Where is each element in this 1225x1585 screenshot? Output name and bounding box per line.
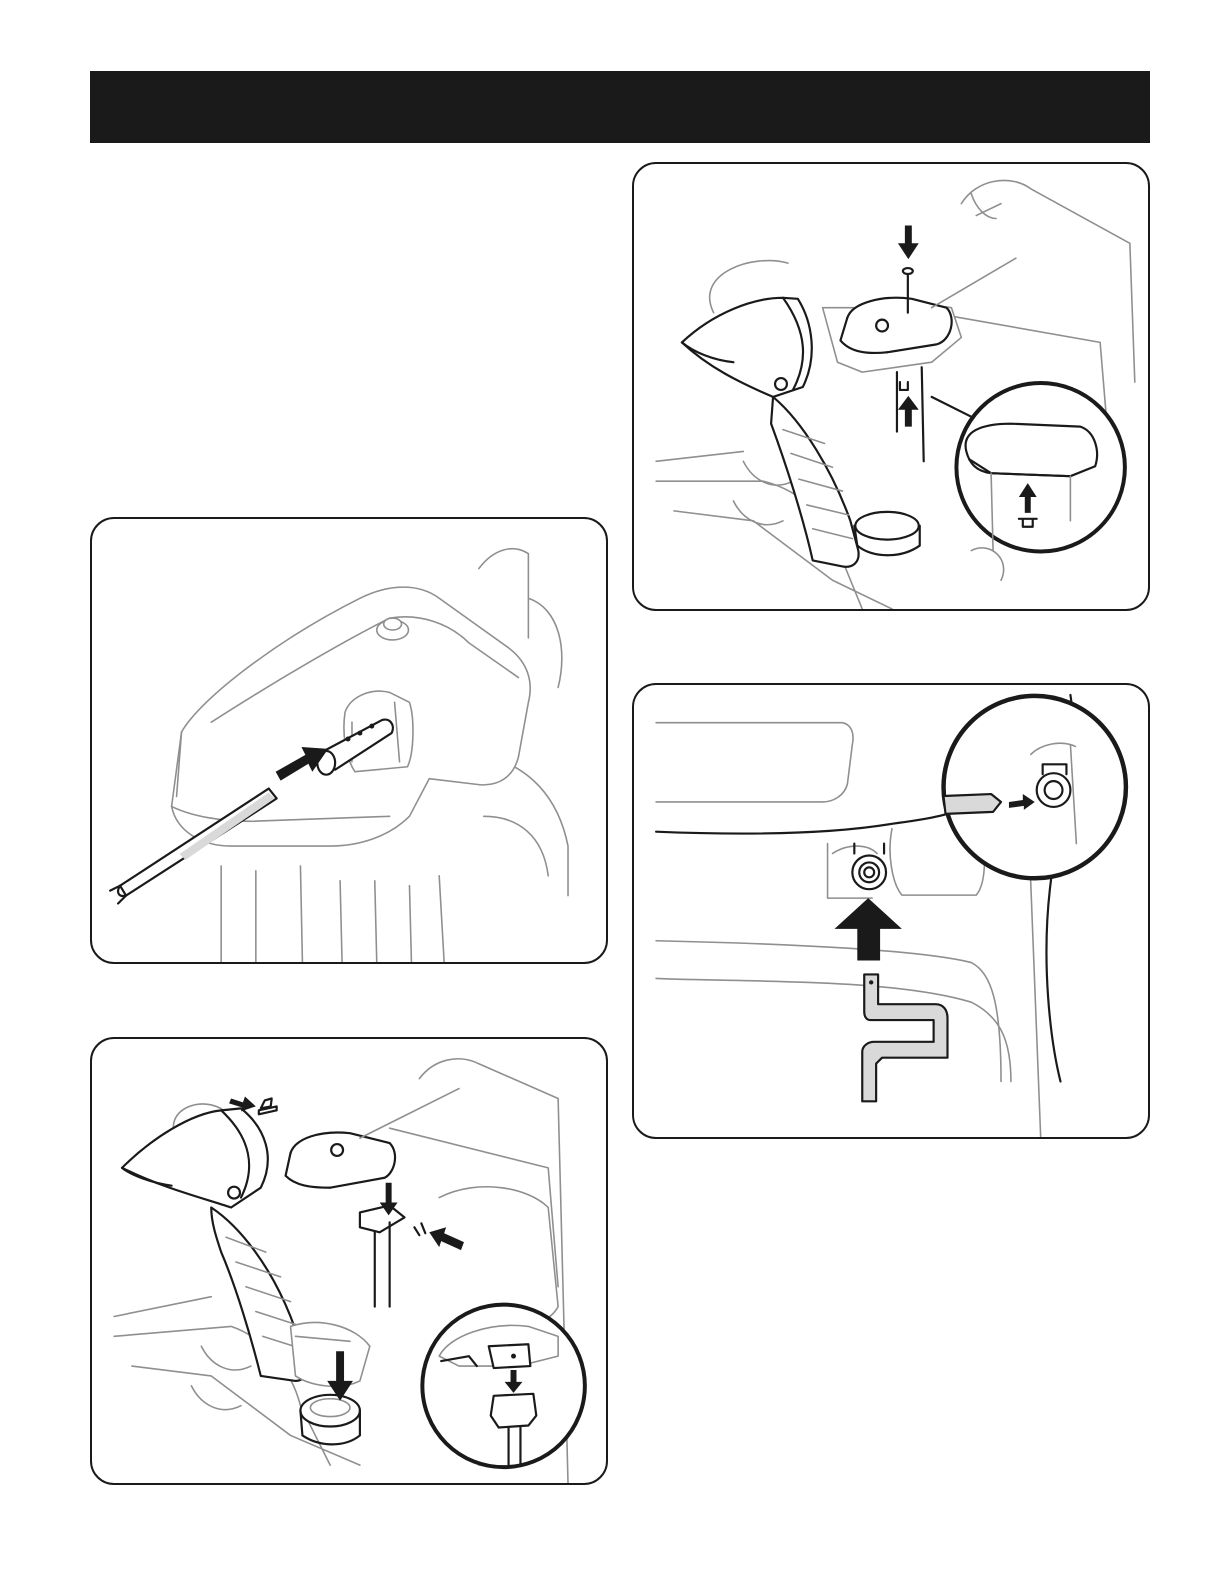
clip-up-arrow-icon (898, 396, 919, 427)
figure-cable-insertion-drawing (92, 519, 606, 962)
figure-chute-assembly (90, 1037, 608, 1485)
section-header-bar (90, 71, 1150, 143)
clip-arrow-icon (429, 1227, 464, 1250)
figure-chute-cover-bolt-drawing (634, 164, 1148, 609)
figure-crank-rod-coupler (632, 683, 1150, 1139)
figure-cable-insertion (90, 517, 608, 964)
bolt-down-arrow-icon (898, 225, 919, 259)
magnifier-callout-icon (944, 696, 1126, 878)
figure-chute-assembly-drawing (92, 1039, 606, 1483)
figure-chute-cover-bolt (632, 162, 1150, 611)
figure-crank-rod-coupler-drawing (634, 685, 1148, 1137)
